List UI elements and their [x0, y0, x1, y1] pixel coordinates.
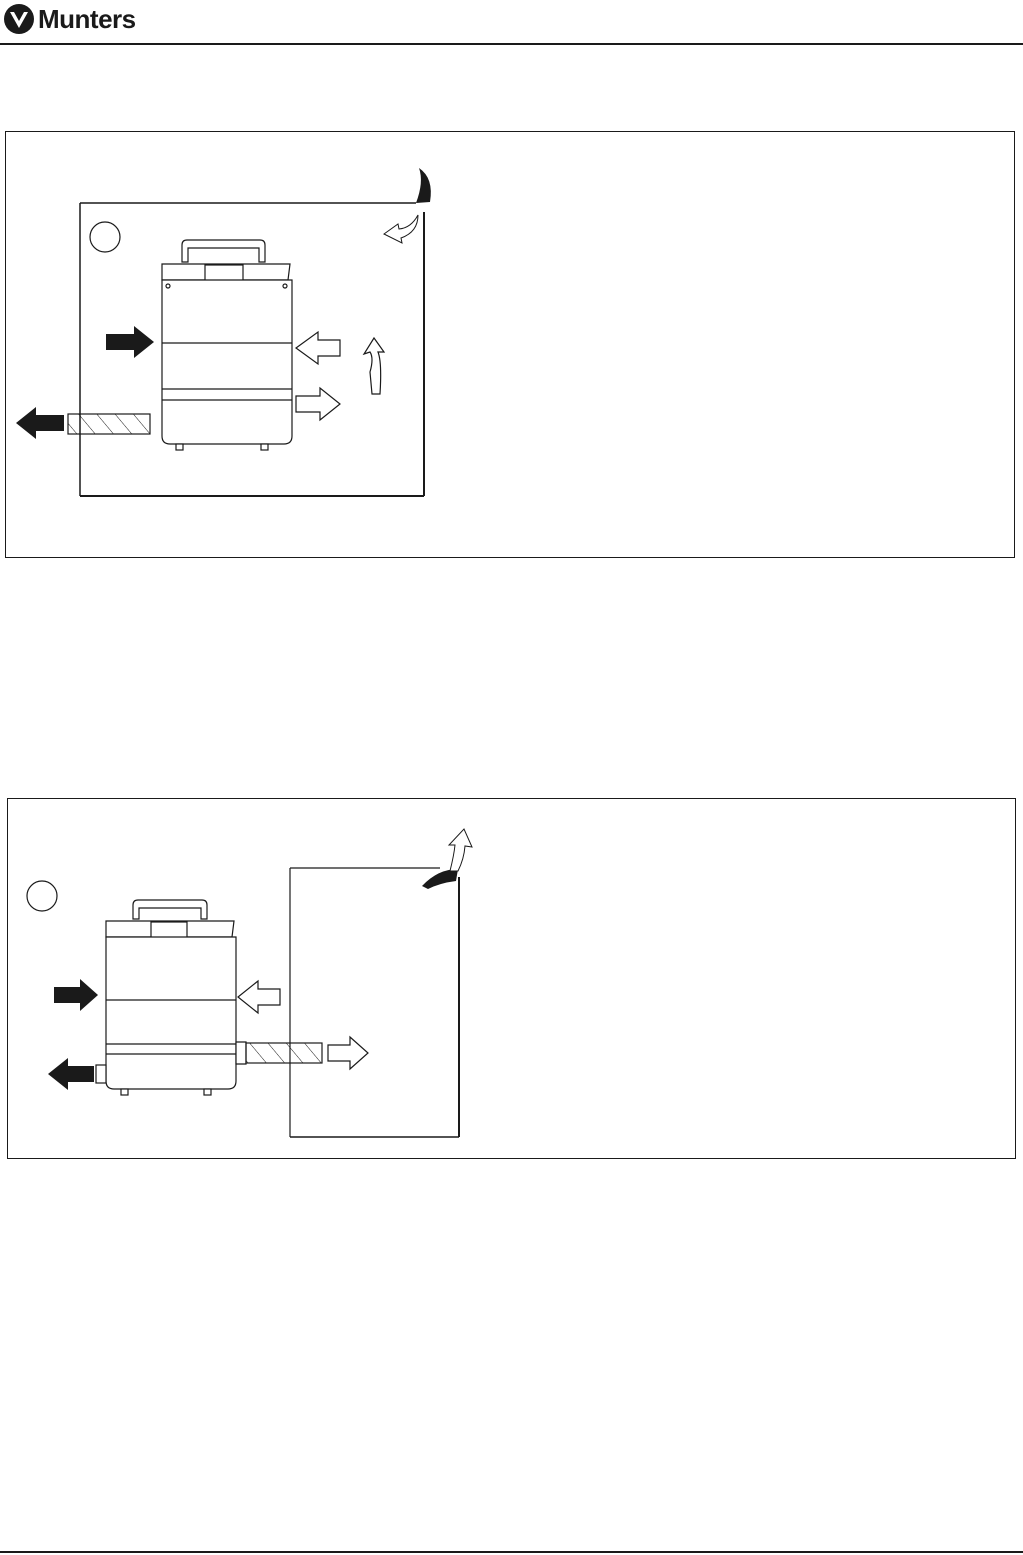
door-flap-arrow-icon — [449, 829, 472, 871]
process-air-in-arrow-icon — [106, 326, 154, 358]
door-flap-icon — [422, 869, 458, 889]
step-marker — [90, 222, 120, 252]
dry-air-duct-connector — [236, 1042, 246, 1064]
header-rule — [0, 43, 1023, 45]
brand-name: Munters — [38, 2, 136, 36]
dry-air-into-room-arrow-icon — [328, 1037, 368, 1069]
footer-rule — [0, 1551, 1023, 1553]
dehumidifier-unit — [162, 240, 292, 450]
dry-air-out-arrow-icon — [296, 388, 340, 420]
wet-air-out-arrow-icon — [16, 407, 64, 439]
figure-2-panel — [7, 798, 1016, 1159]
step-marker — [27, 881, 57, 911]
page-header: Munters — [0, 0, 1023, 46]
figure-1-illustration — [6, 132, 1016, 559]
return-air-in-arrow-icon — [296, 332, 340, 364]
wet-air-out-arrow-icon — [48, 1058, 94, 1090]
munters-m-shield-icon — [2, 2, 36, 36]
process-air-in-arrow-icon — [54, 979, 98, 1011]
figure-1-panel — [5, 131, 1015, 558]
figure-2-illustration — [8, 799, 1017, 1160]
dry-air-duct — [246, 1043, 322, 1063]
door-flap-icon — [416, 168, 431, 203]
room-outline — [290, 868, 459, 1137]
return-air-in-arrow-icon — [238, 981, 280, 1013]
brand-logo: Munters — [2, 2, 136, 36]
circulation-arrow-icon — [364, 338, 384, 394]
wet-air-duct — [68, 414, 150, 434]
door-flap-arrow-icon — [384, 215, 418, 243]
dehumidifier-unit — [96, 900, 236, 1095]
